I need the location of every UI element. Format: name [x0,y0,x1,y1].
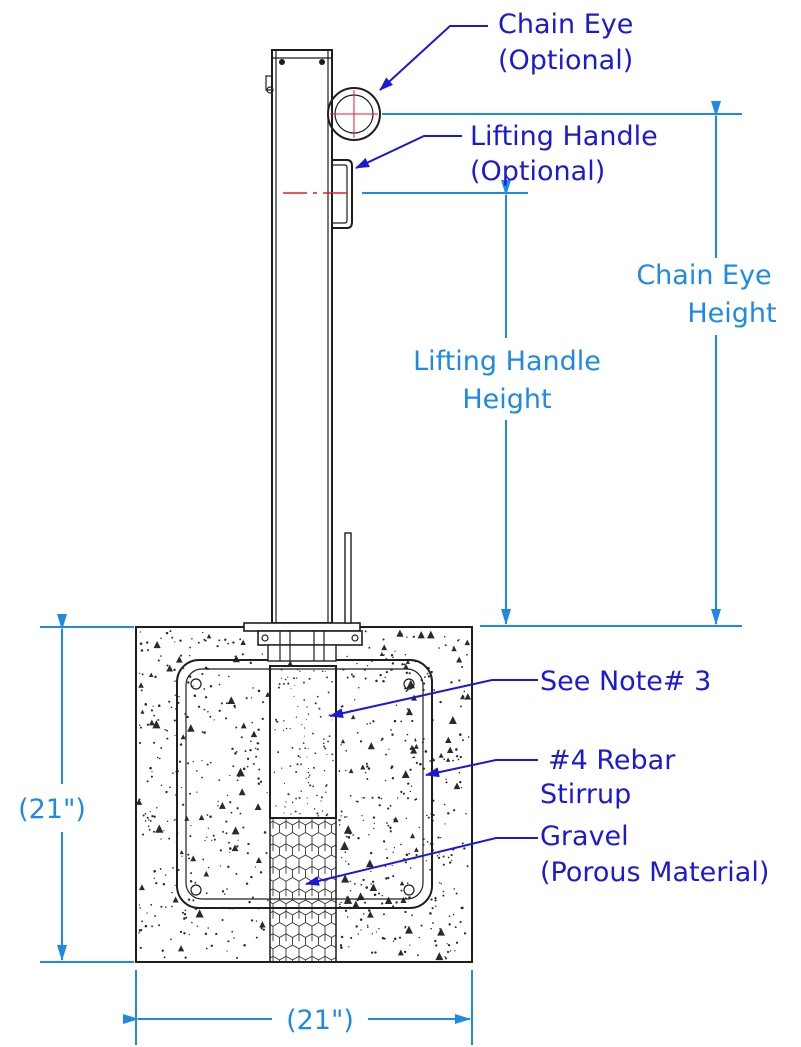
lifting-handle-height-label-line1: Lifting Handle [413,346,601,377]
lifting-handle-height-dimension: Lifting Handle Height [413,180,601,625]
lifting-handle-label-line2: (Optional) [470,156,605,187]
base-plate [243,622,363,662]
chain-eye [327,87,381,141]
rebar-callout: #4 Rebar Stirrup [425,745,676,810]
lifting-handle [332,159,353,229]
rebar-label-line2: Stirrup [540,779,631,810]
chain-eye-label-line1: Chain Eye [498,9,633,40]
bollard-post [265,49,333,624]
anchor-rod [344,532,352,624]
chain-eye-height-dimension: Chain Eye Height [636,101,777,625]
chain-eye-height-label-line2: Height [687,298,776,329]
gravel-column [269,817,337,963]
embedded-sleeve [269,665,337,819]
lifting-handle-callout: Lifting Handle (Optional) [355,121,658,187]
footing-height-dimension: (21") [18,614,86,961]
see-note-callout: See Note# 3 [329,666,711,719]
chain-eye-height-label-line1: Chain Eye [636,260,771,291]
gravel-label-line2: (Porous Material) [540,857,769,888]
footing-width-dimension: (21") [123,1005,471,1036]
lifting-handle-height-label-line2: Height [462,384,551,415]
rebar-label-line1: #4 Rebar [548,745,676,776]
footing-width-label: (21") [286,1005,354,1036]
chain-eye-label-line2: (Optional) [498,45,633,76]
lifting-handle-label-line1: Lifting Handle [470,121,658,152]
footing-height-label: (21") [18,794,86,825]
see-note-label: See Note# 3 [540,666,711,697]
extension-lines [40,113,742,1045]
gravel-label-line1: Gravel [540,821,629,852]
chain-eye-callout: Chain Eye (Optional) [379,9,633,91]
gravel-callout: Gravel (Porous Material) [305,821,769,888]
